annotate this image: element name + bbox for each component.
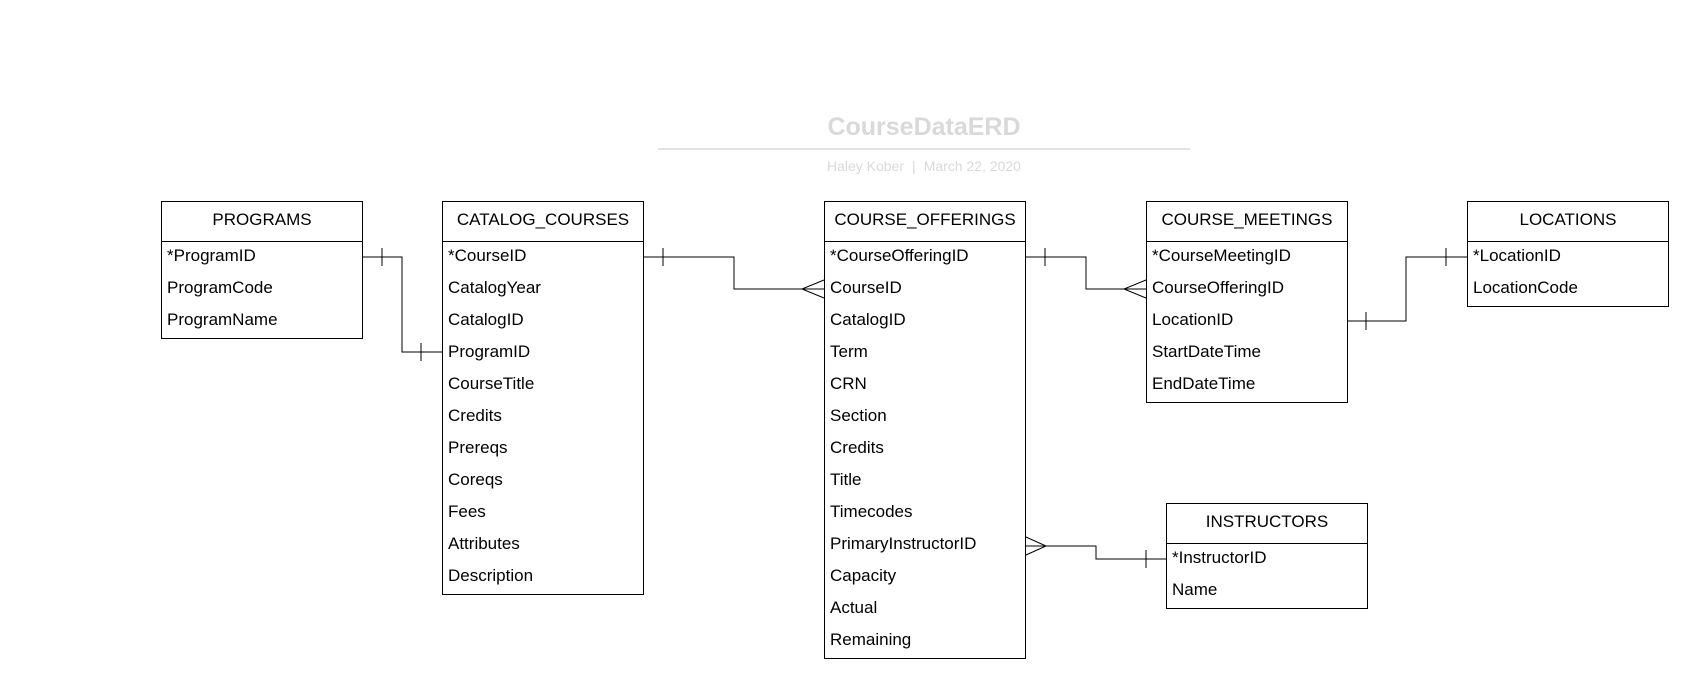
title-divider bbox=[658, 148, 1190, 150]
diagram-subtitle: Haley Kober | March 22, 2020 bbox=[658, 157, 1190, 175]
relationship-course-offerings-course-meetings[interactable] bbox=[1026, 248, 1147, 299]
field-row: CatalogID bbox=[830, 310, 906, 329]
field-row: CourseTitle bbox=[448, 374, 535, 393]
field-row: PrimaryInstructorID bbox=[830, 534, 977, 553]
field-row: CatalogID bbox=[448, 310, 524, 329]
field-row: *ProgramID bbox=[167, 246, 256, 265]
field-list: *InstructorID Name bbox=[1167, 544, 1367, 608]
field-list: *CourseOfferingID CourseID CatalogID Ter… bbox=[825, 242, 1025, 658]
field-row: CatalogYear bbox=[448, 278, 541, 297]
field-row: CRN bbox=[830, 374, 867, 393]
field-row: Credits bbox=[448, 406, 502, 425]
field-row: *CourseID bbox=[448, 246, 527, 265]
field-row: Coreqs bbox=[448, 470, 503, 489]
entity-name: PROGRAMS bbox=[162, 202, 362, 242]
field-row: *InstructorID bbox=[1172, 548, 1267, 567]
author-name: Haley Kober bbox=[827, 158, 905, 174]
field-row: Remaining bbox=[830, 630, 912, 649]
field-list: *LocationID LocationCode bbox=[1468, 242, 1668, 306]
field-row: Capacity bbox=[830, 566, 897, 585]
field-row: CourseID bbox=[830, 278, 902, 297]
entity-programs[interactable]: PROGRAMS *ProgramID ProgramCode ProgramN… bbox=[161, 201, 363, 339]
field-row: Actual bbox=[830, 598, 878, 617]
relationship-catalog-courses-course-offerings[interactable] bbox=[644, 248, 825, 299]
entity-locations[interactable]: LOCATIONS *LocationID LocationCode bbox=[1467, 201, 1669, 307]
entity-catalog-courses[interactable]: CATALOG_COURSES *CourseID CatalogYear Ca… bbox=[442, 201, 644, 595]
entity-course-offerings[interactable]: COURSE_OFFERINGS *CourseOfferingID Cours… bbox=[824, 201, 1026, 659]
field-row: Name bbox=[1172, 580, 1218, 599]
field-row: LocationID bbox=[1152, 310, 1234, 329]
relationship-programs-catalog-courses[interactable] bbox=[363, 248, 442, 361]
field-row: Timecodes bbox=[830, 502, 913, 521]
entity-course-meetings[interactable]: COURSE_MEETINGS *CourseMeetingID CourseO… bbox=[1146, 201, 1348, 403]
field-row: Prereqs bbox=[448, 438, 508, 457]
field-row: ProgramCode bbox=[167, 278, 273, 297]
many-crowfoot bbox=[1025, 536, 1048, 556]
subtitle-separator: | bbox=[912, 158, 916, 174]
field-row: ProgramName bbox=[167, 310, 278, 329]
field-row: StartDateTime bbox=[1152, 342, 1261, 361]
entity-name: COURSE_MEETINGS bbox=[1147, 202, 1347, 242]
field-row: ProgramID bbox=[448, 342, 531, 361]
relationship-course-offerings-instructors[interactable] bbox=[1025, 536, 1166, 568]
field-row: Description bbox=[448, 566, 534, 585]
field-row: Title bbox=[830, 470, 862, 489]
field-row: CourseOfferingID bbox=[1152, 278, 1284, 297]
field-row: *CourseOfferingID bbox=[830, 246, 969, 265]
field-row: Fees bbox=[448, 502, 486, 521]
entity-name: CATALOG_COURSES bbox=[443, 202, 643, 242]
field-list: *CourseID CatalogYear CatalogID ProgramI… bbox=[443, 242, 643, 594]
field-row: Term bbox=[830, 342, 868, 361]
diagram-date: March 22, 2020 bbox=[923, 158, 1021, 174]
field-row: *LocationID bbox=[1473, 246, 1561, 265]
entity-name: LOCATIONS bbox=[1468, 202, 1668, 242]
field-row: Attributes bbox=[448, 534, 520, 553]
relationship-course-meetings-locations[interactable] bbox=[1348, 248, 1467, 330]
field-row: Credits bbox=[830, 438, 884, 457]
entity-name: COURSE_OFFERINGS bbox=[825, 202, 1025, 242]
entity-name: INSTRUCTORS bbox=[1167, 504, 1367, 544]
diagram-title: CourseDataERD bbox=[827, 113, 1021, 141]
field-row: LocationCode bbox=[1473, 278, 1578, 297]
many-crowfoot bbox=[1122, 279, 1147, 299]
field-list: *CourseMeetingID CourseOfferingID Locati… bbox=[1147, 242, 1347, 402]
diagram-header: CourseDataERD Haley Kober | March 22, 2020 bbox=[658, 112, 1190, 175]
entity-instructors[interactable]: INSTRUCTORS *InstructorID Name bbox=[1166, 503, 1368, 609]
field-list: *ProgramID ProgramCode ProgramName bbox=[162, 242, 362, 338]
field-row: *CourseMeetingID bbox=[1152, 246, 1291, 265]
field-row: EndDateTime bbox=[1152, 374, 1256, 393]
field-row: Section bbox=[830, 406, 887, 425]
many-crowfoot bbox=[800, 279, 825, 299]
